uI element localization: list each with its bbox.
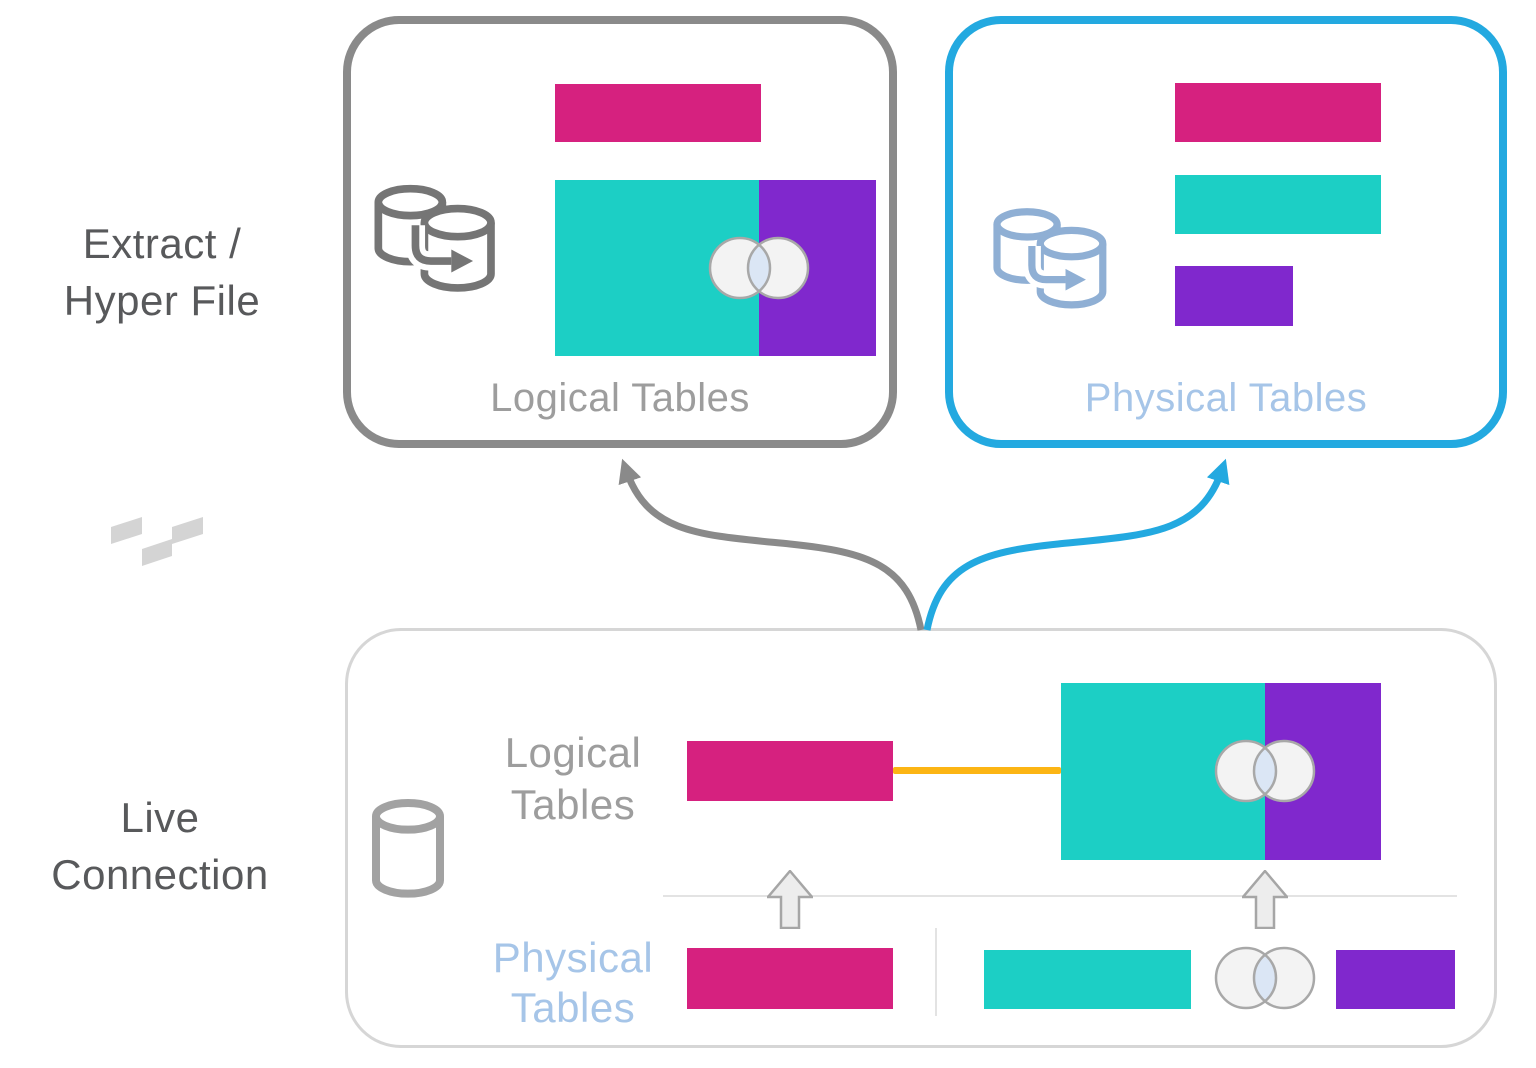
live-logical-label-line1: Logical [504, 729, 642, 776]
extract-physical-caption: Physical Tables [1084, 376, 1368, 420]
database-copy-icon [374, 184, 495, 292]
physical-table-bar-purple [1175, 266, 1293, 326]
arrow-to-logical-extract [618, 458, 925, 631]
live-logical-bar-pink [687, 741, 893, 801]
relationship-noodle [893, 767, 1061, 774]
live-logical-label-line2: Tables [510, 781, 636, 828]
up-arrow-icon [767, 870, 813, 929]
extract-hyper-label-line1: Extract / [82, 220, 242, 267]
database-copy-icon [993, 208, 1107, 309]
extract-logical-caption: Logical Tables [490, 376, 750, 420]
watermark-dashes-icon [111, 517, 203, 566]
join-venn-icon [708, 236, 810, 300]
live-physical-label-line1: Physical [492, 934, 654, 981]
live-connection-label-line2: Connection [51, 851, 269, 898]
arrow-to-physical-extract [923, 458, 1230, 631]
join-venn-icon [1214, 946, 1316, 1010]
live-physical-bar-teal [984, 950, 1191, 1009]
live-physical-label-line2: Tables [510, 984, 636, 1031]
database-icon [372, 798, 444, 898]
physical-row-divider [935, 928, 937, 1016]
up-arrow-icon [1242, 870, 1288, 929]
live-connection-label: Live Connection [35, 789, 285, 903]
live-physical-bar-purple [1336, 950, 1455, 1009]
live-connection-label-line1: Live [120, 794, 200, 841]
live-logical-label: Logical Tables [408, 727, 738, 831]
layer-divider [663, 895, 1457, 897]
live-physical-bar-pink [687, 948, 893, 1009]
extract-logical-tables-box: Logical Tables [343, 16, 897, 448]
physical-table-bar-teal [1175, 175, 1381, 234]
live-physical-label: Physical Tables [408, 933, 738, 1033]
logical-table-bar-pink [555, 84, 761, 142]
join-venn-icon [1214, 739, 1316, 803]
extract-hyper-label-line2: Hyper File [63, 277, 261, 324]
extract-physical-tables-box: Physical Tables [945, 16, 1507, 448]
extract-hyper-label: Extract / Hyper File [37, 215, 287, 329]
physical-table-bar-pink [1175, 83, 1381, 142]
live-connection-box: Logical Tables Physical Tables [345, 628, 1497, 1048]
